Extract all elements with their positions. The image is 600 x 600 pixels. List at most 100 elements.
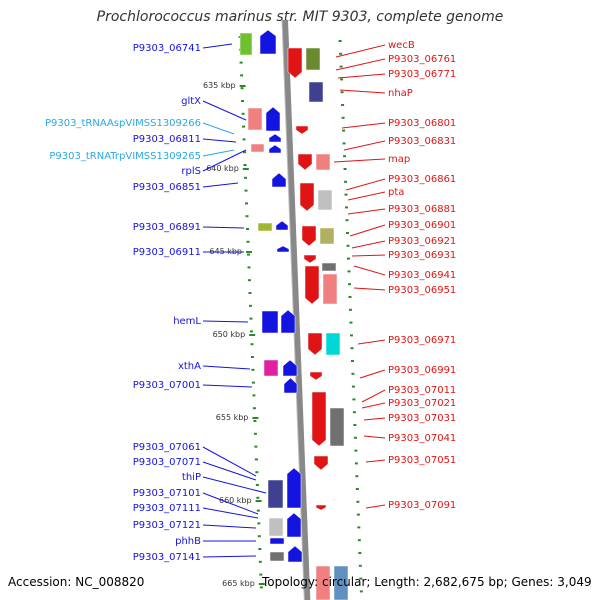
plus-strand-feature[interactable]	[286, 512, 302, 538]
minus-strand-feature[interactable]	[322, 273, 338, 305]
plus-strand-feature[interactable]	[250, 143, 265, 153]
right-gene-label[interactable]: P9303_06941	[388, 270, 456, 281]
right-gene-label[interactable]: P9303_06921	[388, 236, 456, 247]
minus-strand-feature[interactable]	[321, 262, 337, 272]
left-gene-label[interactable]: P9303_06741	[133, 43, 201, 54]
right-gene-label[interactable]: P9303_06831	[388, 136, 456, 147]
tick-mark	[254, 445, 258, 448]
left-gene-label[interactable]: P9303_07001	[133, 380, 201, 391]
right-gene-label[interactable]: map	[388, 154, 410, 165]
plus-strand-feature[interactable]	[265, 106, 281, 132]
left-gene-label[interactable]: hemL	[173, 316, 201, 327]
plus-strand-feature[interactable]	[271, 172, 287, 188]
minus-strand-feature[interactable]	[287, 47, 303, 79]
minus-strand-feature[interactable]	[309, 371, 323, 381]
plus-strand-feature[interactable]	[247, 107, 263, 131]
plus-strand-feature[interactable]	[269, 537, 285, 545]
minus-strand-feature[interactable]	[325, 332, 341, 356]
tick-mark	[257, 535, 261, 538]
minus-strand-feature[interactable]	[315, 504, 327, 511]
plus-strand-feature[interactable]	[259, 29, 277, 55]
plus-strand-feature[interactable]	[268, 144, 282, 154]
left-gene-label[interactable]: P9303_07121	[133, 520, 201, 531]
left-gene-label[interactable]: P9303_07141	[133, 552, 201, 563]
plus-strand-feature[interactable]	[269, 551, 285, 562]
right-gene-label[interactable]: nhaP	[388, 88, 413, 99]
left-gene-label[interactable]: P9303_tRNAAspVIMSS1309266	[45, 118, 201, 129]
plus-strand-feature[interactable]	[263, 359, 279, 377]
minus-strand-feature[interactable]	[333, 565, 349, 600]
minus-strand-feature[interactable]	[307, 332, 323, 356]
minus-strand-feature[interactable]	[319, 227, 335, 245]
right-gene-label[interactable]: P9303_07041	[388, 433, 456, 444]
left-gene-label[interactable]: P9303_tRNATrpVIMSS1309265	[49, 151, 201, 162]
minus-strand-feature[interactable]	[303, 254, 317, 264]
right-gene-label[interactable]: P9303_06991	[388, 365, 456, 376]
right-gene-label[interactable]: P9303_06801	[388, 118, 456, 129]
left-gene-label[interactable]: P9303_06811	[133, 134, 201, 145]
plus-strand-feature[interactable]	[287, 545, 303, 563]
right-gene-label[interactable]: pta	[388, 187, 404, 198]
left-gene-label[interactable]: P9303_06851	[133, 182, 201, 193]
right-gene-label[interactable]: P9303_06971	[388, 335, 456, 346]
plus-strand-feature[interactable]	[239, 32, 253, 56]
right-gene-label[interactable]: P9303_06901	[388, 220, 456, 231]
left-gene-label[interactable]: thiP	[182, 472, 201, 483]
plus-strand-feature[interactable]	[283, 377, 298, 394]
right-gene-label[interactable]: P9303_07051	[388, 455, 456, 466]
left-gene-label[interactable]: xthA	[178, 361, 201, 372]
left-gene-label[interactable]: phhB	[175, 536, 201, 547]
plus-strand-feature[interactable]	[261, 310, 279, 334]
right-gene-label[interactable]: P9303_06761	[388, 54, 456, 65]
right-gene-label[interactable]: P9303_06771	[388, 69, 456, 80]
plus-strand-feature[interactable]	[267, 479, 284, 509]
left-gene-label[interactable]: P9303_06911	[133, 247, 201, 258]
left-gene-label[interactable]: P9303_07111	[133, 503, 201, 514]
plus-strand-feature[interactable]	[268, 133, 282, 143]
plus-strand-feature[interactable]	[257, 222, 273, 232]
minus-strand-feature[interactable]	[308, 81, 324, 103]
right-gene-label[interactable]: P9303_07011	[388, 385, 456, 396]
plus-strand-feature[interactable]	[282, 359, 298, 377]
left-label-leader	[202, 182, 239, 188]
left-label-leader	[202, 365, 251, 370]
plus-strand-feature[interactable]	[275, 220, 289, 231]
right-gene-label[interactable]: P9303_07091	[388, 500, 456, 511]
minus-strand-feature[interactable]	[301, 225, 317, 247]
left-gene-label[interactable]: gltX	[181, 96, 201, 107]
minus-strand-feature[interactable]	[315, 153, 331, 171]
minus-strand-feature[interactable]	[315, 565, 331, 600]
tick-mark	[243, 164, 247, 166]
right-gene-label[interactable]: P9303_06951	[388, 285, 456, 296]
minus-strand-feature[interactable]	[317, 189, 333, 211]
minus-strand-feature[interactable]	[311, 391, 327, 447]
minus-strand-feature[interactable]	[305, 47, 321, 71]
right-gene-label[interactable]: P9303_06931	[388, 250, 456, 261]
right-gene-label[interactable]: P9303_06881	[388, 204, 456, 215]
right-gene-label[interactable]: P9303_06861	[388, 174, 456, 185]
right-gene-label[interactable]: P9303_07021	[388, 398, 456, 409]
left-gene-label[interactable]: P9303_06891	[133, 222, 201, 233]
plus-strand-feature[interactable]	[276, 245, 290, 253]
tick-mark	[256, 509, 260, 512]
left-gene-label[interactable]: P9303_07061	[133, 442, 201, 453]
plus-strand-feature[interactable]	[280, 309, 296, 334]
left-gene-label[interactable]: P9303_07071	[133, 457, 201, 468]
ruler-tick	[258, 583, 265, 585]
minus-strand-feature[interactable]	[297, 153, 313, 171]
right-gene-label[interactable]: P9303_07031	[388, 413, 456, 424]
left-label-leader	[202, 149, 247, 172]
left-gene-label[interactable]: P9303_07101	[133, 488, 201, 499]
tick-mark	[353, 436, 357, 439]
minus-strand-feature[interactable]	[313, 455, 329, 471]
minus-strand-feature[interactable]	[299, 182, 315, 212]
right-gene-label[interactable]: wecB	[388, 40, 415, 51]
plus-strand-feature[interactable]	[286, 467, 302, 509]
minus-strand-feature[interactable]	[329, 407, 345, 447]
ruler-label: 660 kbp	[219, 496, 252, 505]
minus-strand-feature[interactable]	[295, 125, 309, 135]
plus-strand-feature[interactable]	[268, 517, 284, 537]
minus-strand-feature[interactable]	[304, 265, 320, 305]
left-gene-label[interactable]: rplS	[181, 166, 201, 177]
